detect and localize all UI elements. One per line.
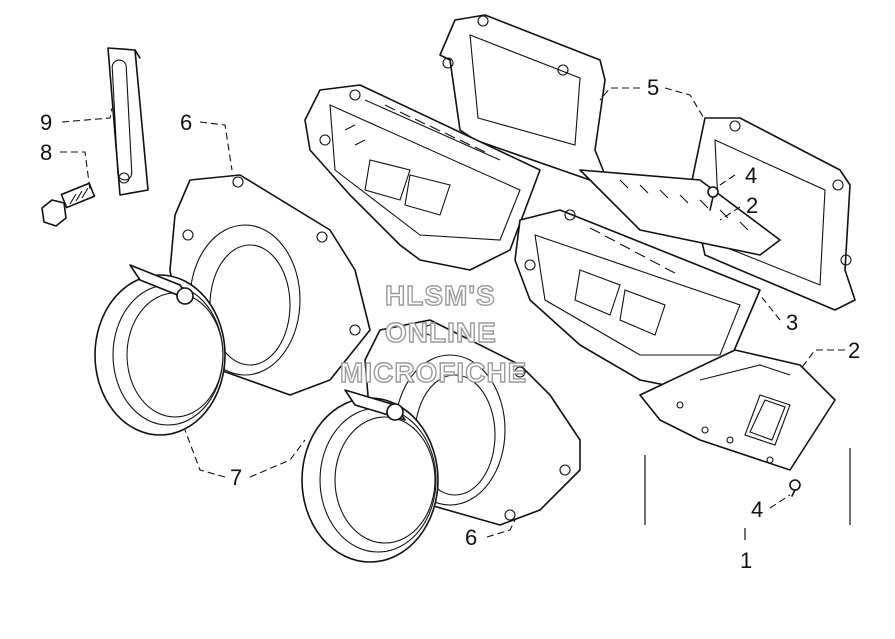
- watermark-line-3: MICROFICHE: [340, 357, 527, 388]
- bracket-plate-part: [107, 47, 149, 196]
- leader-lines: [60, 87, 845, 538]
- callout-labels: 9 8 6 5 4 2 3 2 7 6 4 1: [40, 75, 860, 573]
- reed-plate-part: [639, 349, 836, 471]
- watermark-line-2: ONLINE: [385, 317, 497, 348]
- assembly-bracket-lines: [644, 448, 851, 540]
- bolt-part: [41, 182, 96, 227]
- callout-6-top: 6: [180, 110, 192, 135]
- callout-9: 9: [40, 110, 52, 135]
- clamp-ring-lower-part: [301, 389, 439, 563]
- clamp-ring-upper-part: [94, 264, 226, 436]
- screw-upper-part: [707, 186, 719, 211]
- callout-2-top: 2: [746, 193, 758, 218]
- callout-2-right: 2: [848, 338, 860, 363]
- callout-6-bottom: 6: [465, 525, 477, 550]
- screw-lower-part: [789, 479, 801, 497]
- callout-1: 1: [740, 548, 752, 573]
- callout-7: 7: [230, 465, 242, 490]
- watermark: HLSM'S ONLINE MICROFICHE: [339, 279, 527, 388]
- reed-cage-lower-part: [514, 209, 761, 391]
- callout-3: 3: [786, 310, 798, 335]
- callout-4-top: 4: [745, 163, 757, 188]
- callout-5: 5: [647, 75, 659, 100]
- reed-petal-upper-part: [579, 169, 781, 256]
- reed-cage-upper-part: [304, 84, 541, 271]
- callout-4-bottom: 4: [751, 497, 763, 522]
- callout-8: 8: [40, 140, 52, 165]
- watermark-line-1: HLSM'S: [385, 280, 496, 311]
